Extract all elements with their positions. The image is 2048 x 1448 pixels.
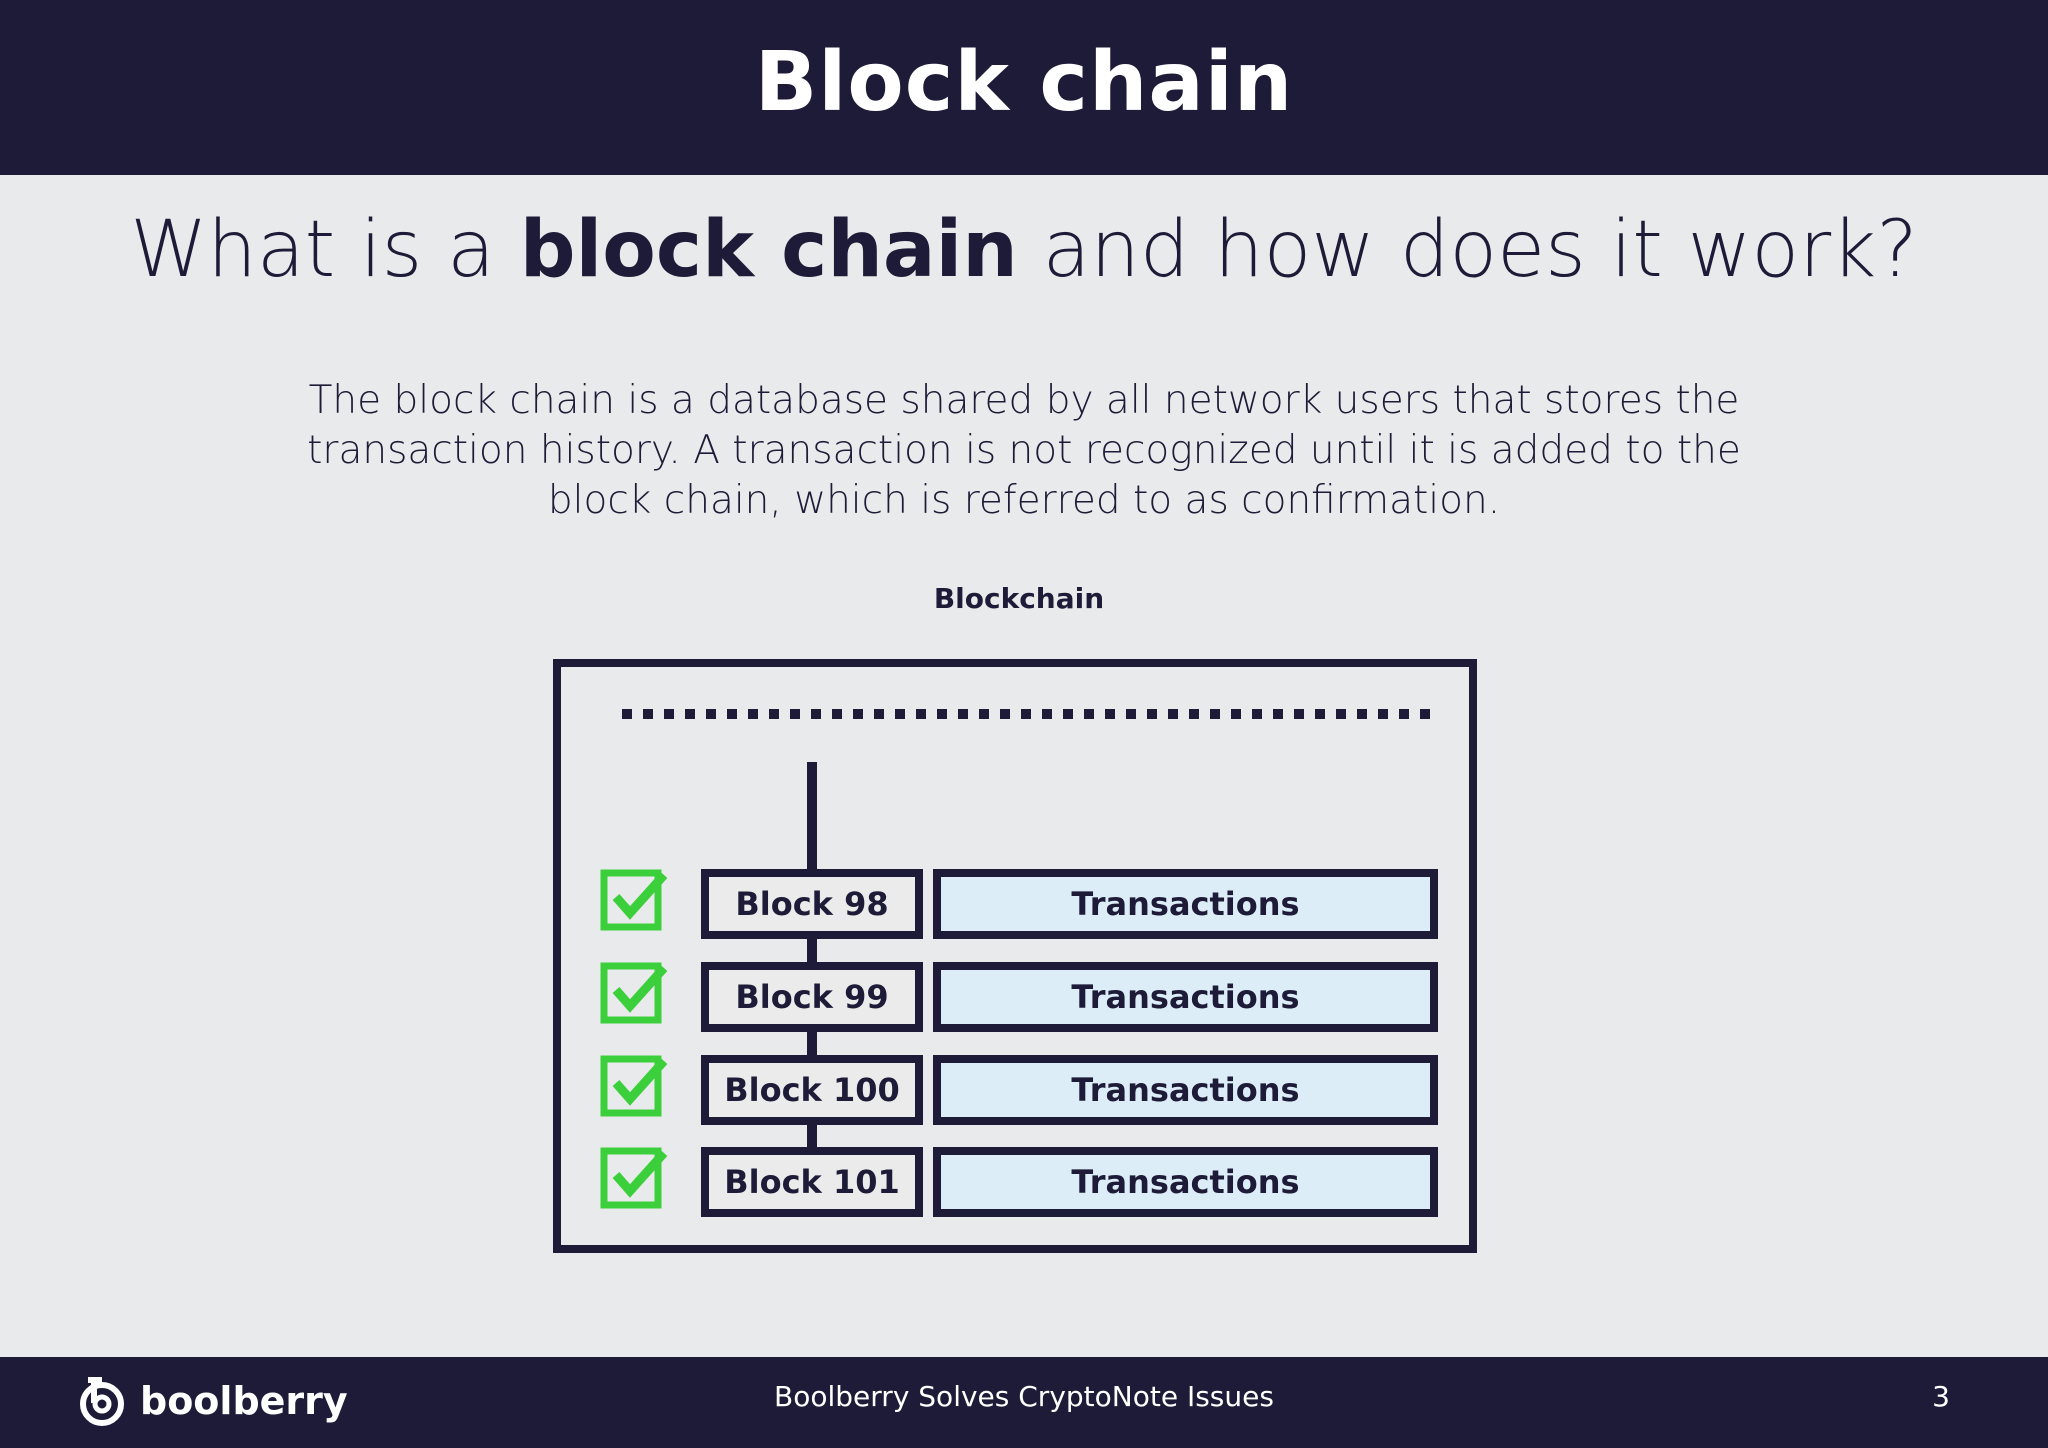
slide-title: Block chain <box>754 35 1294 130</box>
transactions-box: Transactions <box>933 1055 1438 1125</box>
checkmark-icon <box>600 1055 668 1117</box>
transactions-box: Transactions <box>933 962 1438 1032</box>
blockchain-frame <box>553 659 1477 1253</box>
block-box: Block 100 <box>701 1055 923 1125</box>
chain-link-line <box>807 762 817 1150</box>
logo-text: boolberry <box>140 1379 348 1423</box>
footer-bar <box>0 1357 2048 1448</box>
boolberry-logo: boolberry <box>78 1371 348 1431</box>
footer-title: Boolberry Solves CryptoNote Issues <box>774 1380 1274 1413</box>
checkmark-icon <box>600 869 668 931</box>
block-box: Block 101 <box>701 1147 923 1217</box>
block-box: Block 99 <box>701 962 923 1032</box>
checkmark-icon <box>600 1147 668 1209</box>
diagram-title: Blockchain <box>933 582 1105 615</box>
header-bar: Block chain <box>0 0 2048 175</box>
page-number: 3 <box>1932 1380 1950 1413</box>
block-box: Block 98 <box>701 869 923 939</box>
transactions-box: Transactions <box>933 869 1438 939</box>
transactions-box: Transactions <box>933 1147 1438 1217</box>
subtitle-suffix: and how does it work? <box>1017 205 1918 295</box>
subtitle-prefix: What is a <box>130 205 520 295</box>
checkmark-icon <box>600 962 668 1024</box>
chain-continuation-dots <box>622 709 1430 719</box>
boolberry-logo-icon <box>80 1377 124 1426</box>
description-text: The block chain is a database shared by … <box>307 378 1741 523</box>
slide-subtitle: What is a block chain and how does it wo… <box>0 205 2048 295</box>
subtitle-bold: block chain <box>519 205 1018 295</box>
